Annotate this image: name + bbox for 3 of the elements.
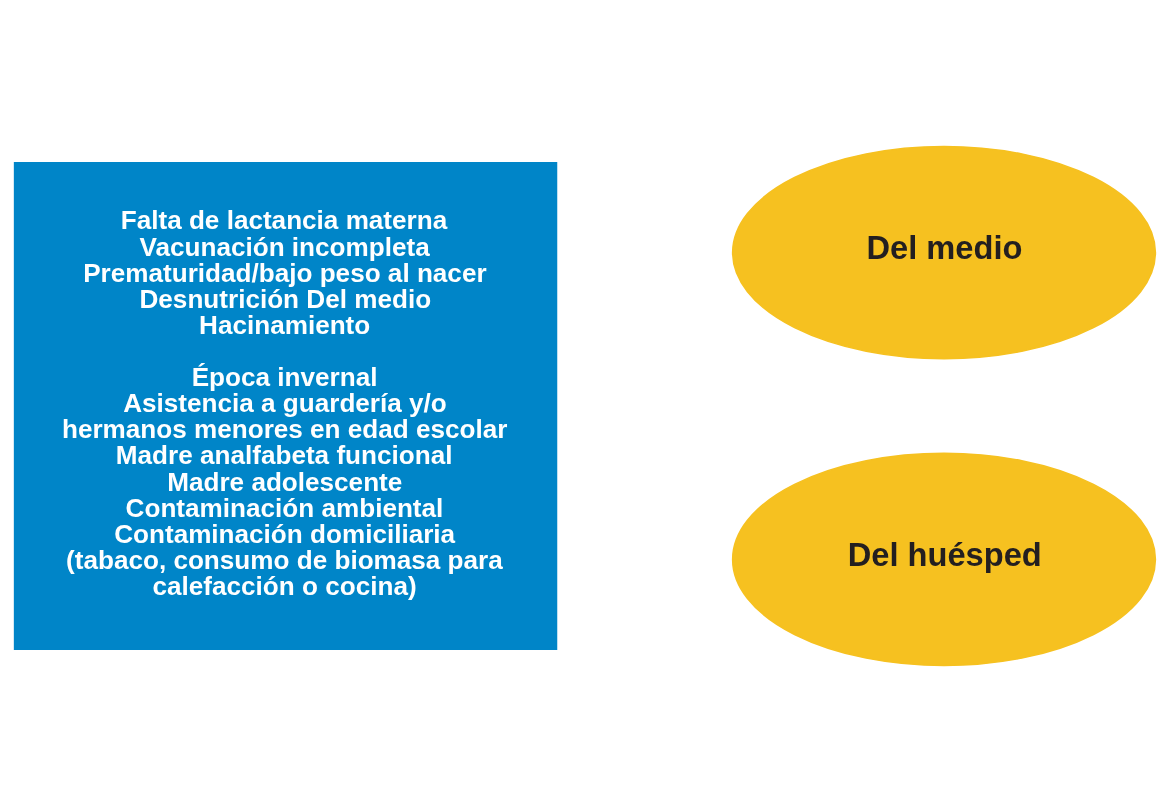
node-box: Falta de lactancia materna Vacunación incompleta Prematuridad/bajo peso al nacer Desnutrición Del medio Hacinamiento Época invernal Asistencia a guardería y/o hermanos menores en edad escolar Madre analfabeta funcional Madre adolescente Contaminación ambiental Contaminación domiciliaria (tabaco, consumo de biomasa para calefacción o cocina) xyxy=(13,162,558,650)
node-ellipse: Del huésped xyxy=(731,452,1157,667)
node-ellipse: Del medio xyxy=(731,145,1157,360)
